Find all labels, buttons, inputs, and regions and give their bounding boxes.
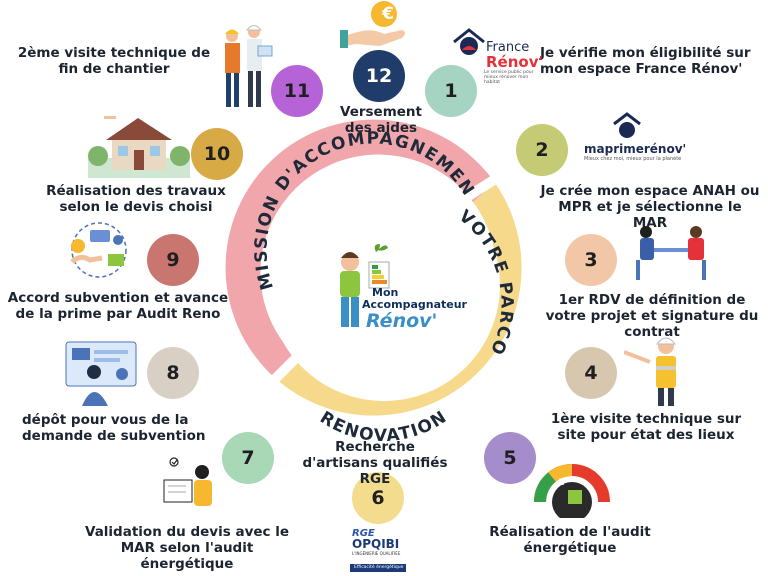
step-6-label: Recherche d'artisans qualifiés RGE [302,439,448,487]
maprimerenov-logo: maprimerénov' [584,142,687,156]
opqibi-logo-text: OPQIBI [352,537,400,551]
quote-validation-illustration [163,457,212,506]
step-10-label: Réalisation des travaux selon le devis c… [46,183,226,215]
step-9-number: 9 [147,234,199,286]
ring-segment-mission [225,119,496,379]
opqibi-logo-tagline: L'INGÉNIERIE QUALIFIÉE [352,551,401,556]
opqibi-logo-bottom: Efficacité énergétique [354,565,404,570]
ring-segment-parcours [275,183,522,416]
rge-opqibi-logo-graphic [350,564,406,572]
ring-divider [464,171,503,202]
meeting-illustration [636,226,706,280]
step-3-label: 1er RDV de définition de votre projet et… [545,292,759,340]
euro-hand-icon [340,1,405,48]
euro-symbol: € [382,4,394,24]
step-1-label: Je vérifie mon éligibilité sur mon espac… [540,45,751,77]
energy-grade-label: A [557,478,564,488]
step-5-label: Réalisation de l'audit énergétique [489,524,651,556]
step-1-number: 1 [425,65,477,117]
france-renov-logo-line1: France [486,40,530,55]
center-logo-accompagnateur: Accompagnateur [362,298,467,311]
france-renov-logo-tagline: Le service public pour mieux rénover mon… [484,70,534,85]
step-11-number: 11 [271,65,323,117]
step-7-label: Validation du devis avec le MAR selon l'… [84,524,290,572]
engineers-illustration [225,25,273,107]
center-logo-mon: Mon [372,286,399,299]
step-6-number: 6 [352,472,404,524]
step-10-number: 10 [191,128,243,180]
step-8-label: dépôt pour vous de la demande de subvent… [22,412,206,444]
step-7-number: 7 [222,432,274,484]
france-renov-house-icon [453,28,485,55]
house-illustration [88,116,190,178]
center-logo-illustration [340,244,390,327]
maprimerenov-tagline: Mieux chez moi, mieux pour la planète [584,156,682,162]
step-12-number: 12 [353,50,405,102]
step-5-number: 5 [484,432,536,484]
step-2-number: 2 [516,124,568,176]
energy-gauge-illustration [533,464,610,518]
step-12-label: Versement des aides [339,104,422,136]
step-4-number: 4 [565,347,617,399]
step-8-number: 8 [147,347,199,399]
center-logo-renov: Rénov' [366,310,438,332]
step-11-label: 2ème visite technique de fin de chantier [17,45,211,77]
maprimerenov-house-icon [613,112,641,138]
step-3-number: 3 [565,234,617,286]
step-9-label: Accord subvention et avance de la prime … [7,290,229,322]
step-2-label: Je crée mon espace ANAH ou MPR et je sél… [540,183,760,231]
france-renov-logo-line2: Rénov' [486,53,544,71]
technician-illustration [624,337,677,406]
rge-logo-text: RGE [352,528,375,539]
online-submission-illustration [65,341,137,406]
subsidy-money-illustration [70,222,127,278]
step-4-label: 1ère visite technique sur site pour état… [550,411,742,443]
